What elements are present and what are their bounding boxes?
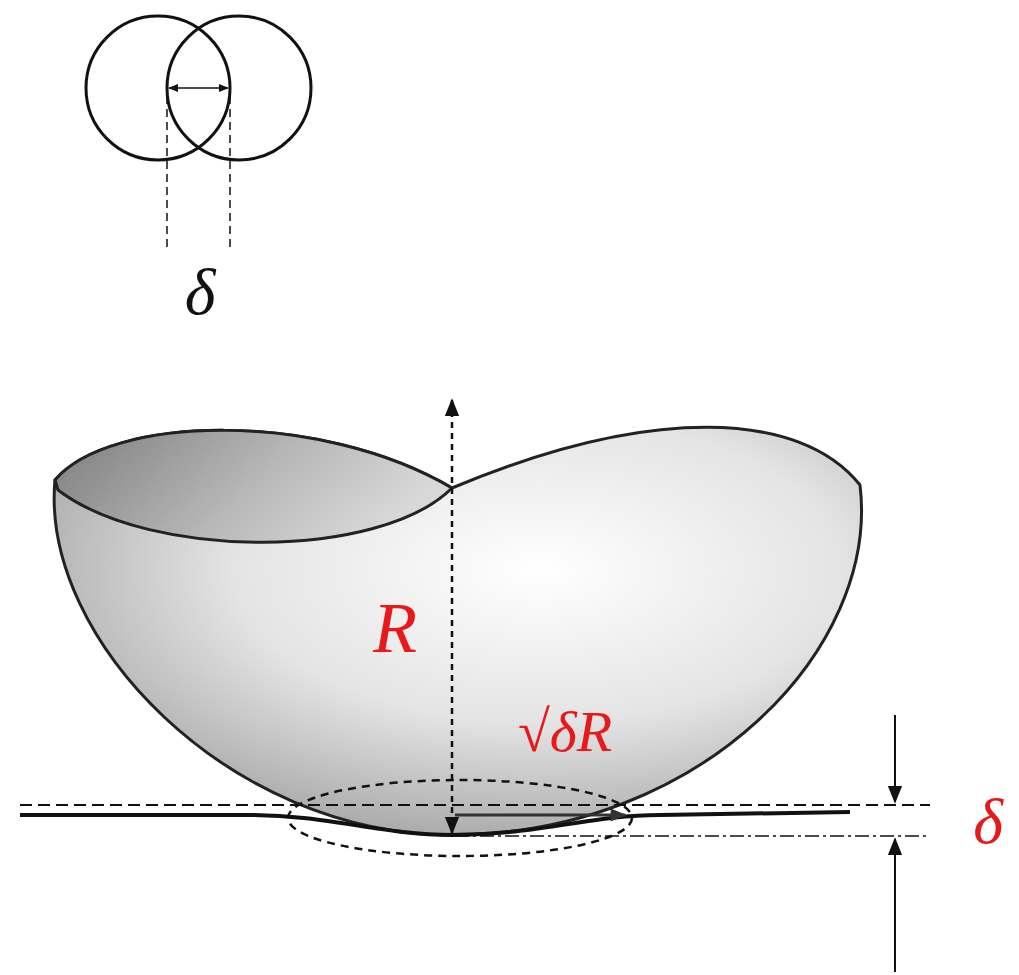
overlap-label: δ [185,259,216,325]
radius-label: R [373,592,417,664]
radius-arrow [451,400,454,833]
contact-radius-label: √δR [518,703,612,761]
depth-arrows [895,715,896,972]
depth-label: δ [973,790,1003,854]
contact-radius-arrow [455,814,625,817]
surface [20,805,930,836]
overlap-circles [86,16,311,250]
hemisphere-shell [54,427,861,835]
contact-ellipse [288,780,632,856]
